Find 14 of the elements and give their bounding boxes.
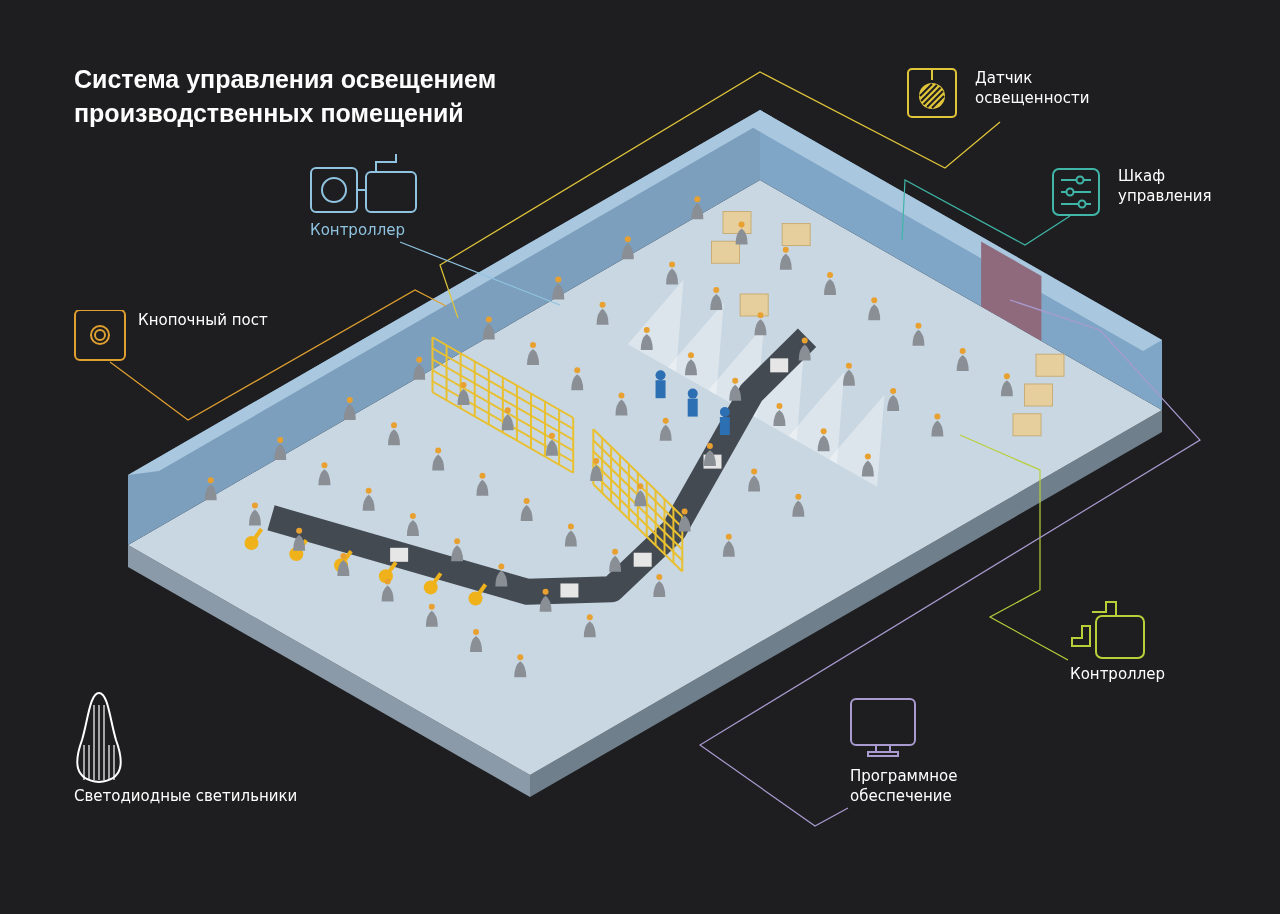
leader-line — [901, 179, 1071, 246]
callout-label: Программное обеспечение — [850, 766, 959, 806]
callout-label: Контроллер — [1070, 664, 1166, 684]
callout-label: Кнопочный пост — [138, 310, 269, 330]
leader-line — [698, 299, 1201, 827]
leader-line — [399, 241, 561, 306]
title: Система управления освещением производственных помещений — [74, 64, 498, 129]
callout-label: Шкаф управления — [1118, 166, 1213, 206]
callout-label: Светодиодные светильники — [74, 786, 299, 806]
leader-line — [959, 434, 1069, 661]
callout-label: Датчик освещенности — [975, 68, 1091, 108]
callout-label: Контроллер — [310, 220, 406, 240]
leader-line — [109, 289, 447, 421]
leader-line — [439, 71, 1001, 319]
